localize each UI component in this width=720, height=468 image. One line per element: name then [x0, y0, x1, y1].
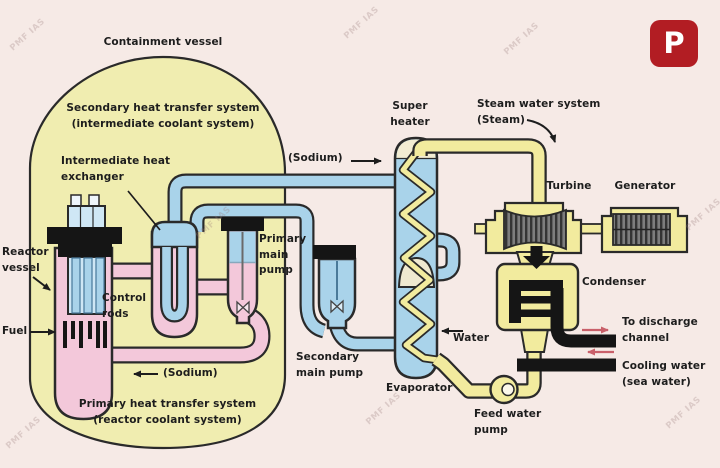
secondary-system-label: Secondary heat transfer system (intermed… — [66, 102, 260, 130]
fuel-rods — [63, 321, 107, 348]
secondary-sodium-pipes — [167, 173, 461, 352]
to-discharge-channel-label: To discharge channel — [622, 316, 698, 344]
reactor-cap — [47, 227, 122, 244]
generator-label: Generator — [614, 180, 676, 192]
fuel-label: Fuel — [2, 325, 28, 337]
condenser-label: Condenser — [582, 276, 646, 288]
containment-vessel-label: Containment vessel — [103, 36, 223, 48]
impeller — [236, 300, 250, 315]
super-heater-label: Super heater — [390, 100, 430, 128]
feed-water-pump-shape — [489, 374, 519, 405]
secondary-main-pump-shape — [313, 245, 357, 330]
primary-main-pump-label: Primary main pump — [259, 233, 307, 276]
pmf-ias-logo: P — [650, 20, 698, 67]
annotation-arrows — [30, 119, 614, 378]
steam-water-system-label: Steam water system (Steam) — [477, 98, 601, 126]
primary-system-label: Primary heat transfer system (reactor co… — [78, 398, 257, 426]
turbine-rotor — [503, 208, 567, 251]
sodium-top-label: (Sodium) — [288, 152, 343, 164]
evaporator-label: Evaporator — [386, 382, 453, 394]
reactor-vessel-arrow — [32, 276, 51, 291]
condenser-shape — [495, 246, 616, 353]
impeller — [330, 299, 344, 314]
primary-sodium-pipes — [106, 262, 271, 364]
control-rod-drive — [67, 205, 106, 229]
logo-letter: P — [663, 26, 685, 60]
turbine-shape — [484, 201, 583, 255]
reactor-vessel-label: Reactor vessel — [2, 246, 49, 274]
steam-water-pipes — [412, 138, 547, 399]
reactor-vessel-shape — [47, 194, 122, 421]
sodium-bottom-label: (Sodium) — [163, 367, 218, 379]
discharge-pipe — [550, 288, 616, 348]
feed-water-pump-label: Feed water pump — [474, 408, 542, 436]
generator-shape — [600, 206, 689, 254]
water-label: Water — [453, 332, 490, 344]
control-rods-label: Control rods — [102, 292, 147, 320]
turbine-exhaust-arrow — [523, 246, 550, 269]
intermediate-heat-exchanger-label: Intermediate heat exchanger — [61, 155, 171, 183]
secondary-main-pump-label: Secondary main pump — [296, 351, 364, 379]
steam-curved-arrow — [526, 119, 557, 143]
primary-main-pump-shape — [221, 217, 264, 325]
cooling-water-label: Cooling water (sea water) — [622, 360, 706, 388]
ihx-leader-line — [127, 190, 161, 231]
superheater-evaporator-shape — [393, 136, 439, 380]
condenser-coil — [509, 280, 563, 323]
turbine-label: Turbine — [546, 180, 592, 192]
intermediate-heat-exchanger-shape — [150, 220, 199, 339]
